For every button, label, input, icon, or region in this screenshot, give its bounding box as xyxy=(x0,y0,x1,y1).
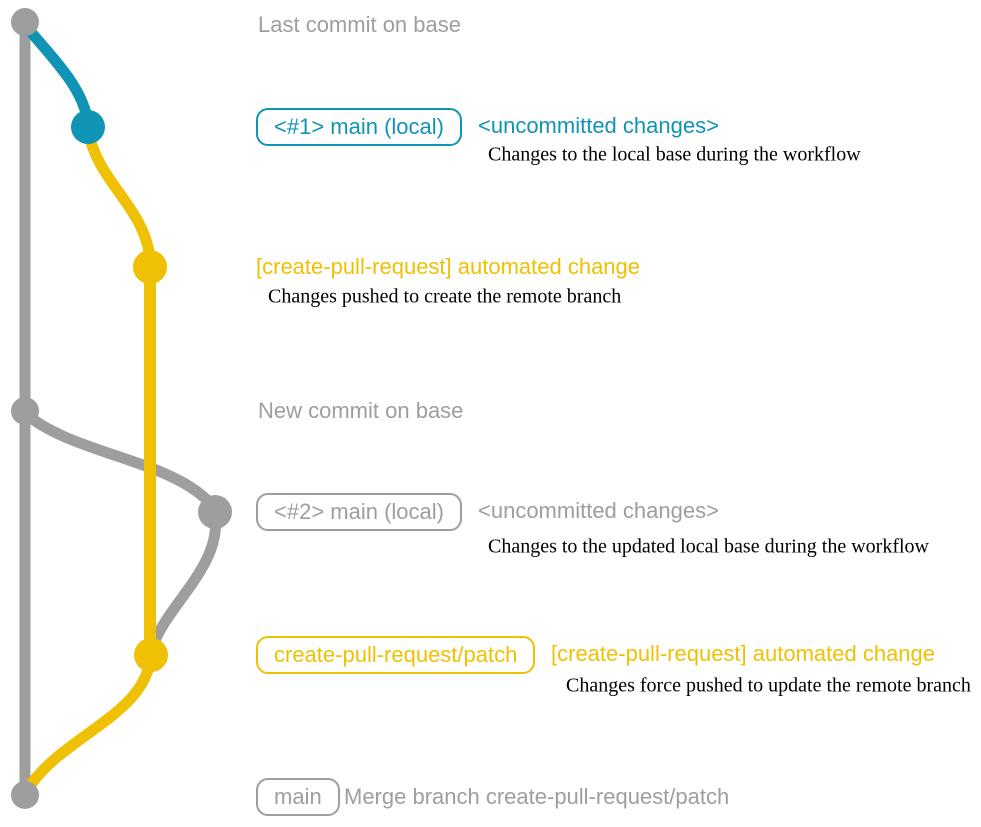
commit-message-last-commit-on-base: Last commit on base xyxy=(258,11,461,37)
commit-dot-automated-change-2 xyxy=(134,638,168,672)
commit-note-automated-change-2: Changes force pushed to update the remot… xyxy=(566,674,971,697)
commit-dot-merge xyxy=(11,781,39,809)
commit-message-uncommitted-changes-2: <uncommitted changes> xyxy=(478,497,719,523)
commit-dot-new-commit-on-base xyxy=(11,397,39,425)
commit-note-uncommitted-changes-1: Changes to the local base during the wor… xyxy=(488,143,861,166)
branch-badge-create-pull-request-patch: create-pull-request/patch xyxy=(256,636,536,674)
patch-merge-path xyxy=(20,656,156,798)
main-local-2-branch-out-path xyxy=(19,407,220,514)
commit-message-new-commit-on-base: New commit on base xyxy=(258,397,464,423)
branch-badge-main-local-1: <#1> main (local) xyxy=(256,108,462,146)
main-local-2-rebase-path xyxy=(146,509,222,654)
commit-message-automated-change-1: [create-pull-request] automated change xyxy=(256,253,641,279)
main-local-1-branch-out-path xyxy=(19,19,94,128)
commit-dot-main-local-2 xyxy=(198,495,232,529)
commit-dot-main-local-1 xyxy=(71,110,105,144)
commit-message-uncommitted-changes-1: <uncommitted changes> xyxy=(478,112,719,138)
commit-message-merge: Merge branch create-pull-request/patch xyxy=(344,783,730,809)
commit-dot-last-commit-on-base xyxy=(11,8,39,36)
git-graph xyxy=(11,8,232,809)
commit-message-automated-change-2: [create-pull-request] automated change xyxy=(551,640,936,666)
patch-branch-out-path xyxy=(82,124,156,264)
commit-note-uncommitted-changes-2: Changes to the updated local base during… xyxy=(488,535,929,558)
commit-note-automated-change-1: Changes pushed to create the remote bran… xyxy=(268,285,622,308)
branch-badge-main: main xyxy=(256,778,340,816)
branch-badge-main-local-2: <#2> main (local) xyxy=(256,493,462,531)
commit-dot-automated-change-1 xyxy=(133,250,167,284)
